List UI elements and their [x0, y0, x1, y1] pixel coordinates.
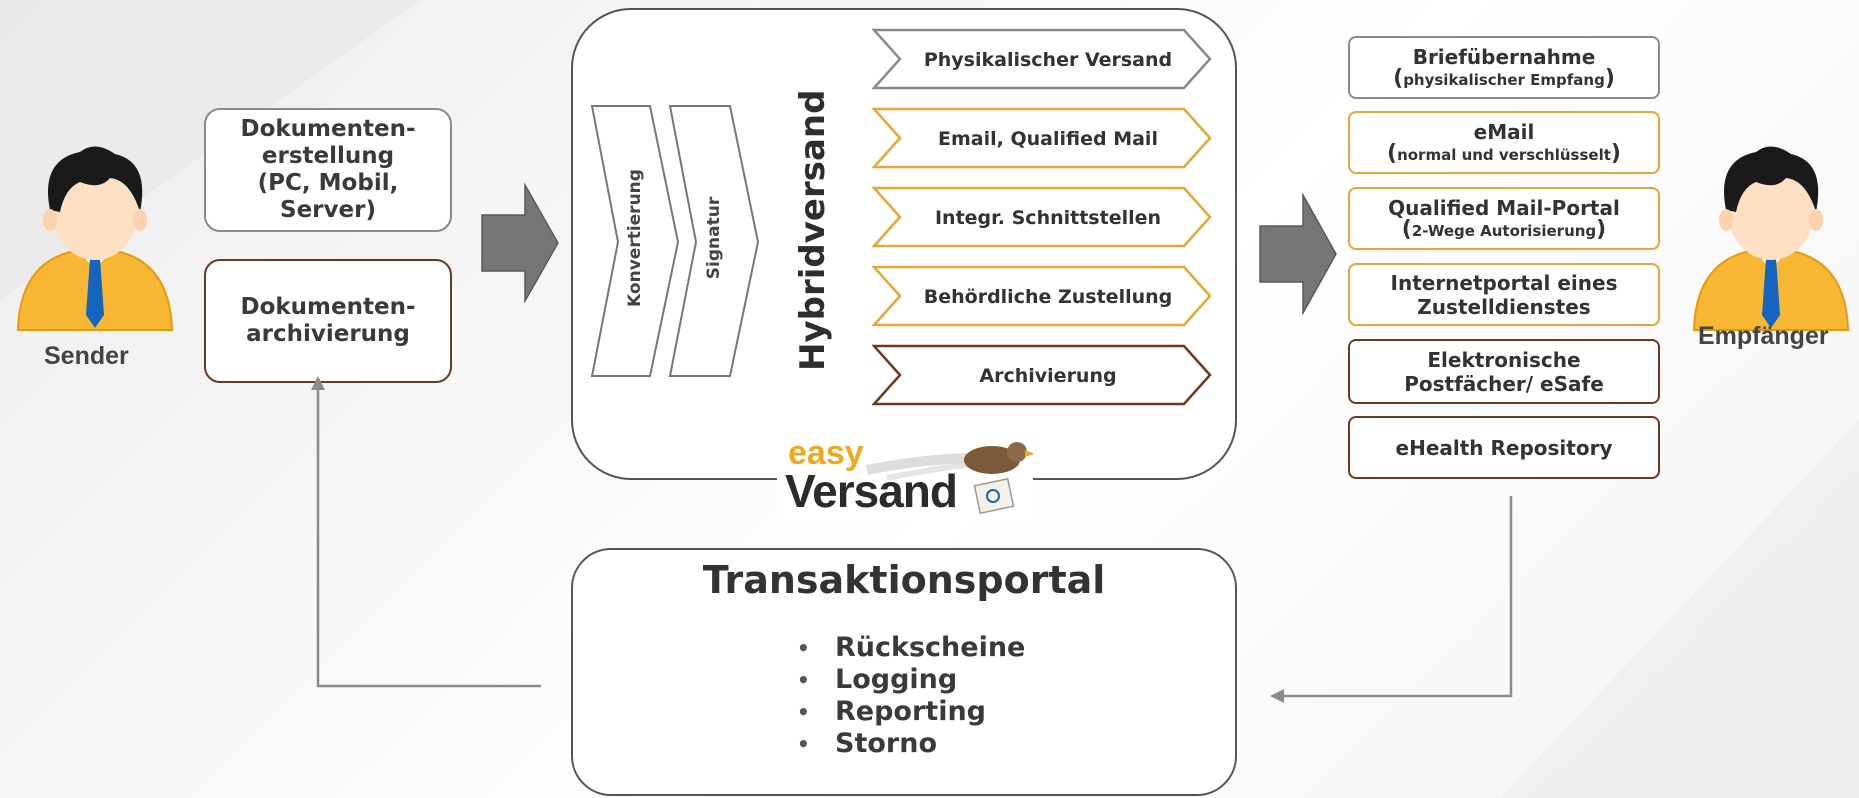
logo-word-easy: easy	[788, 434, 864, 472]
channel-label: Archivierung	[979, 365, 1116, 387]
channel-chevron: Integr. Schnittstellen	[872, 186, 1212, 248]
recipient-title-line2: Zustelldienstes	[1417, 294, 1591, 319]
recipients-to-portal-line	[1282, 496, 1513, 698]
portal-item: •Logging	[797, 664, 958, 695]
document-archiving-box: Dokumenten- archivierung	[204, 259, 452, 383]
portal-to-archive-line	[316, 388, 541, 688]
receiver-person	[1686, 140, 1856, 340]
portal-list: •Rückscheine •Logging •Reporting •Storno	[797, 632, 1025, 760]
channel-label: Physikalischer Versand	[924, 49, 1172, 71]
channel-label: Behördliche Zustellung	[924, 286, 1173, 308]
channel-chevron: Physikalischer Versand	[872, 28, 1212, 90]
recipient-box: eMail(normal und verschlüsselt)	[1348, 111, 1660, 174]
portal-item: •Storno	[797, 728, 937, 759]
signature-step-shape	[668, 105, 760, 377]
receiver-avatar-icon	[1692, 146, 1850, 331]
recipient-title: Elektronische	[1427, 347, 1581, 372]
portal-item: •Rückscheine	[797, 632, 1026, 663]
transaction-portal-box: Transaktionsportal •Rückscheine •Logging…	[571, 548, 1237, 796]
bird-envelope-icon	[866, 442, 1033, 515]
channel-chevron: Archivierung	[872, 344, 1212, 406]
conversion-step-shape	[590, 105, 680, 377]
easyversand-logo: easy Versand	[777, 430, 1033, 522]
recipient-subtitle: (normal und verschlüsselt)	[1387, 141, 1621, 166]
channel-label: Email, Qualified Mail	[938, 128, 1158, 150]
arrow-right-icon	[481, 183, 559, 303]
recipient-box: Briefübernahme(physikalischer Empfang)	[1348, 36, 1660, 99]
portal-item: •Reporting	[797, 696, 987, 727]
recipient-title: eHealth Repository	[1395, 435, 1613, 460]
recipient-subtitle: (2-Wege Autorisierung)	[1401, 217, 1607, 242]
recipient-box: eHealth Repository	[1348, 416, 1660, 479]
recipient-title-line2: Postfächer/ eSafe	[1404, 371, 1604, 396]
document-creation-box: Dokumenten- erstellung (PC, Mobil, Serve…	[204, 108, 452, 232]
arrow-up-icon	[311, 376, 325, 390]
arrow-right-icon	[1259, 193, 1337, 315]
channel-chevron: Email, Qualified Mail	[872, 107, 1212, 169]
creation-line2: erstellung	[261, 143, 395, 169]
channel-chevron: Behördliche Zustellung	[872, 265, 1212, 327]
recipient-title: eMail	[1473, 120, 1535, 144]
receiver-label: Empfänger	[1698, 322, 1829, 350]
archiving-line2: archivierung	[246, 321, 410, 347]
creation-line4: Server)	[280, 197, 376, 223]
arrow-left-icon	[1270, 689, 1284, 703]
creation-line1: Dokumenten-	[240, 116, 416, 142]
recipient-box: Qualified Mail-Portal(2-Wege Autorisieru…	[1348, 187, 1660, 250]
sender-label: Sender	[44, 342, 129, 370]
archiving-line1: Dokumenten-	[240, 294, 416, 320]
recipient-title: Qualified Mail-Portal	[1388, 196, 1620, 220]
recipient-title: Briefübernahme	[1412, 45, 1596, 69]
recipient-subtitle: (physikalischer Empfang)	[1393, 66, 1615, 91]
creation-line3: (PC, Mobil,	[257, 170, 399, 196]
sender-person	[10, 140, 180, 340]
sender-avatar-icon	[16, 146, 174, 331]
channel-label: Integr. Schnittstellen	[935, 207, 1161, 229]
process-steps	[590, 105, 760, 377]
recipient-title: Internetportal eines	[1390, 270, 1618, 295]
portal-title: Transaktionsportal	[702, 558, 1106, 602]
